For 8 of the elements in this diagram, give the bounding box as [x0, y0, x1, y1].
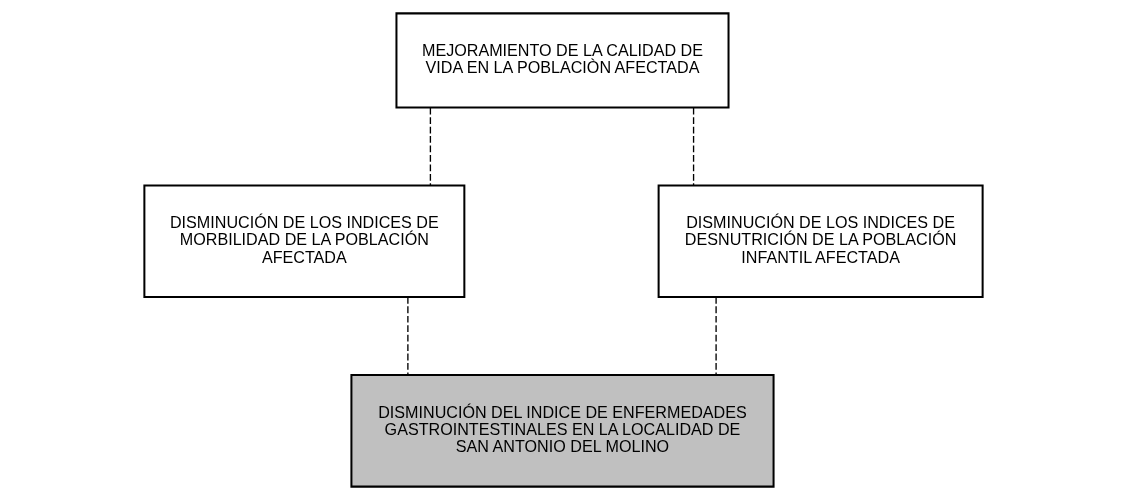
node-box: DISMINUCIÓN DE LOS INDICES DE DESNUTRICIÓN DE LA POBLACIÓN INFANTIL AFECTADA — [657, 184, 984, 299]
connector — [714, 296, 717, 376]
connector — [429, 107, 431, 186]
node-box: MEJORAMIENTO DE LA CALIDAD DE VIDA EN LA POBLACIÒN AFECTADA — [394, 12, 730, 109]
connector — [692, 107, 694, 186]
node-box: DISMINUCIÓN DEL INDICE DE ENFERMEDADES GASTROINTESTINALES EN LA LOCALIDAD DE SAN ANTONIO DEL MOLINO — [349, 374, 775, 488]
node-box: DISMINUCIÓN DE LOS INDICES DE MORBILIDAD DE LA POBLACIÓN AFECTADA — [142, 184, 465, 299]
connector — [406, 296, 409, 376]
